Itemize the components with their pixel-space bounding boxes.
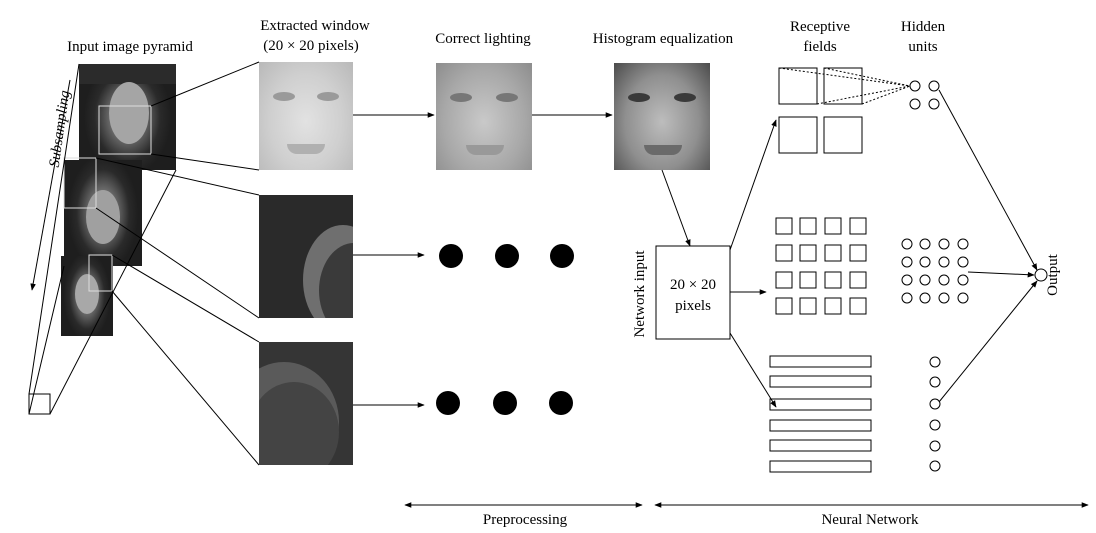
- mid-receptive-grid: [775, 217, 867, 315]
- extracted-window-hair-1: [259, 195, 353, 318]
- neural-network-label: Neural Network: [821, 512, 919, 528]
- arrow-to-network-input: [661, 169, 691, 247]
- input-pyramid-label: Input image pyramid: [67, 39, 193, 55]
- correct-lighting-label: Correct lighting: [435, 31, 531, 47]
- pyramid-window-box-2: [63, 157, 97, 209]
- extracted-window-face: [259, 62, 353, 170]
- hidden-units-label-line1: Hidden: [900, 19, 946, 35]
- input-box-label-line1: 20 × 20: [670, 277, 716, 293]
- arrow-to-bottom-fields: [729, 332, 777, 408]
- histogram-equalized-face: [614, 63, 710, 170]
- histogram-equalization-label: Histogram equalization: [592, 31, 734, 47]
- arrow-to-top-fields: [729, 119, 777, 251]
- extracted-window-hair-2: [259, 342, 353, 465]
- output-label: Output: [1045, 254, 1061, 296]
- preprocessing-label: Preprocessing: [482, 512, 568, 528]
- pyramid-window-box-1: [98, 105, 152, 155]
- pyramid-image-large: [79, 64, 176, 170]
- pyramid-apex-box: [28, 393, 51, 415]
- subsampling-arrow: [30, 79, 71, 291]
- output-node: [1034, 268, 1048, 282]
- corrected-lighting-face: [436, 63, 532, 170]
- mid-hidden-units: [901, 238, 969, 304]
- network-input-label: Network input: [632, 250, 648, 338]
- pyramid-image-small: [61, 256, 113, 336]
- input-box-label-line2: pixels: [675, 298, 711, 314]
- receptive-fields-label-line2: fields: [803, 39, 837, 55]
- hidden-units-label-line2: units: [908, 39, 938, 55]
- pyramid-window-box-3: [88, 254, 113, 292]
- extracted-window-label-line2: (20 × 20 pixels): [263, 38, 359, 54]
- bottom-receptive-stripes: [769, 355, 872, 473]
- ellipsis-dots: [436, 244, 574, 415]
- extracted-window-label-line1: Extracted window: [260, 18, 370, 34]
- bottom-hidden-units: [929, 356, 941, 472]
- receptive-fields-label-line1: Receptive: [790, 19, 850, 35]
